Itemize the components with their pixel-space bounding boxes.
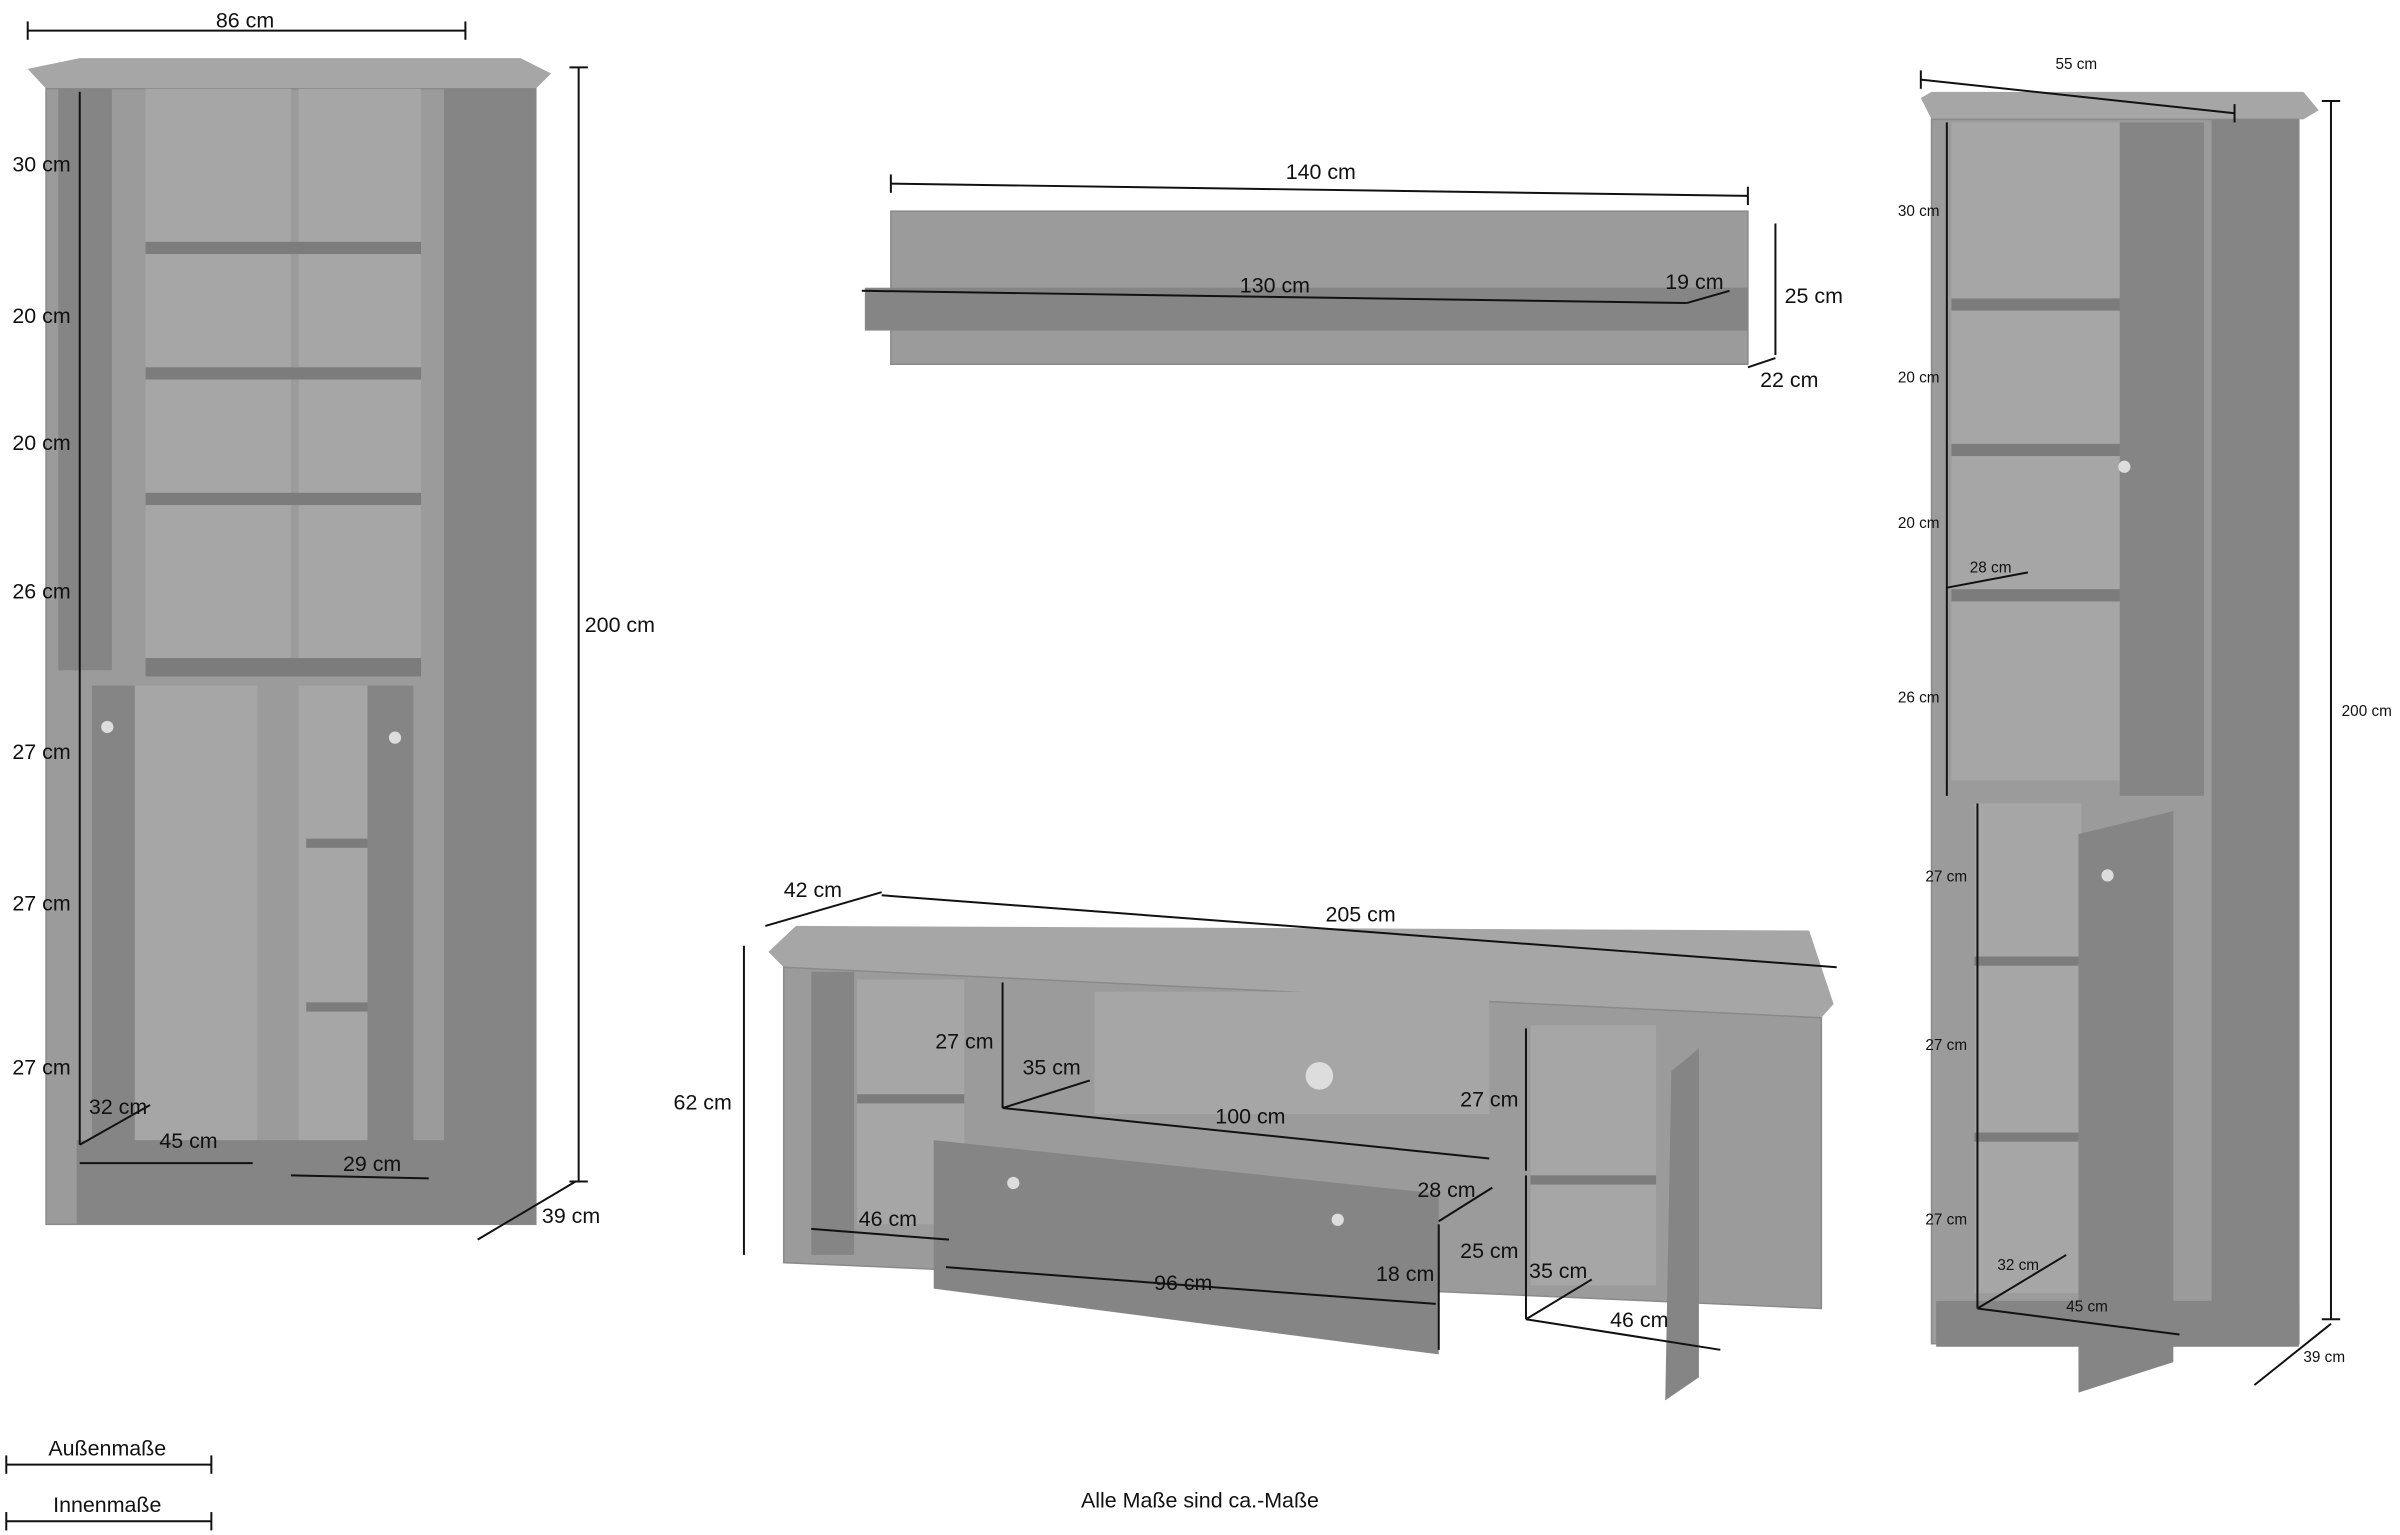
left-depth-label: 39 cm: [542, 1204, 600, 1228]
left-height-label: 200 cm: [585, 613, 655, 637]
right-height-label: 200 cm: [2342, 703, 2392, 720]
tv-left-inner-width-label: 46 cm: [859, 1207, 917, 1231]
tv-drawer-height-label: 18 cm: [1376, 1262, 1434, 1286]
shelf-depth-label: 22 cm: [1760, 368, 1818, 392]
wall-shelf: [864, 210, 1749, 366]
right-section-label: 27 cm: [1925, 869, 1967, 886]
left-inner-width-left-label: 45 cm: [159, 1129, 217, 1153]
right-section-label: 20 cm: [1898, 370, 1940, 387]
legend-outer-label: Außenmaße: [48, 1436, 166, 1460]
tv-drawer-width-label: 96 cm: [1154, 1271, 1212, 1295]
right-depth-label: 39 cm: [2303, 1349, 2345, 1366]
right-width-label: 55 cm: [2055, 56, 2097, 73]
left-cabinet: [27, 58, 552, 1226]
right-section-label: 26 cm: [1898, 689, 1940, 706]
left-inner-width-right-label: 29 cm: [343, 1152, 401, 1176]
left-section-label: 27 cm: [12, 1055, 70, 1079]
tv-center-depth-label: 35 cm: [1022, 1055, 1080, 1079]
right-section-label: 27 cm: [1925, 1037, 1967, 1054]
tv-drawer-depth-label: 28 cm: [1417, 1178, 1475, 1202]
tv-unit: [768, 925, 1834, 1401]
shelf-height-label: 25 cm: [1785, 284, 1843, 308]
left-section-label: 26 cm: [12, 579, 70, 603]
right-section-label: 30 cm: [1898, 203, 1940, 220]
tv-right-upper-height-label: 27 cm: [1460, 1087, 1518, 1111]
tv-width-label: 205 cm: [1325, 902, 1395, 926]
right-inner-width-label: 45 cm: [2066, 1299, 2108, 1316]
right-shelf-depth-label: 28 cm: [1970, 559, 2012, 576]
tv-right-inner-depth-label: 35 cm: [1529, 1259, 1587, 1283]
tv-center-width-label: 100 cm: [1215, 1104, 1285, 1128]
left-section-label: 27 cm: [12, 740, 70, 764]
left-section-label: 20 cm: [12, 431, 70, 455]
right-inner-depth-label: 32 cm: [1997, 1257, 2039, 1274]
right-cabinet: [1920, 91, 2319, 1393]
tv-height-label: 62 cm: [674, 1091, 732, 1115]
tv-right-lower-height-label: 25 cm: [1460, 1239, 1518, 1263]
shelf-inner-depth-label: 19 cm: [1665, 270, 1723, 294]
left-section-label: 27 cm: [12, 892, 70, 916]
right-section-label: 20 cm: [1898, 515, 1940, 532]
shelf-width-label: 140 cm: [1286, 160, 1356, 184]
left-width-label: 86 cm: [216, 9, 274, 33]
right-section-label: 27 cm: [1925, 1211, 1967, 1228]
left-section-label: 30 cm: [12, 152, 70, 176]
footer-note: Alle Maße sind ca.-Maße: [1081, 1488, 1319, 1512]
tv-depth-label: 42 cm: [784, 878, 842, 902]
legend-inner-label: Innenmaße: [53, 1493, 161, 1517]
left-section-label: 20 cm: [12, 304, 70, 328]
left-inner-depth-label: 32 cm: [89, 1095, 147, 1119]
tv-center-height-label: 27 cm: [935, 1029, 993, 1053]
shelf-inner-width-label: 130 cm: [1240, 273, 1310, 297]
legend: Außenmaße Innenmaße: [5, 1436, 213, 1531]
tv-right-inner-width-label: 46 cm: [1610, 1308, 1668, 1332]
